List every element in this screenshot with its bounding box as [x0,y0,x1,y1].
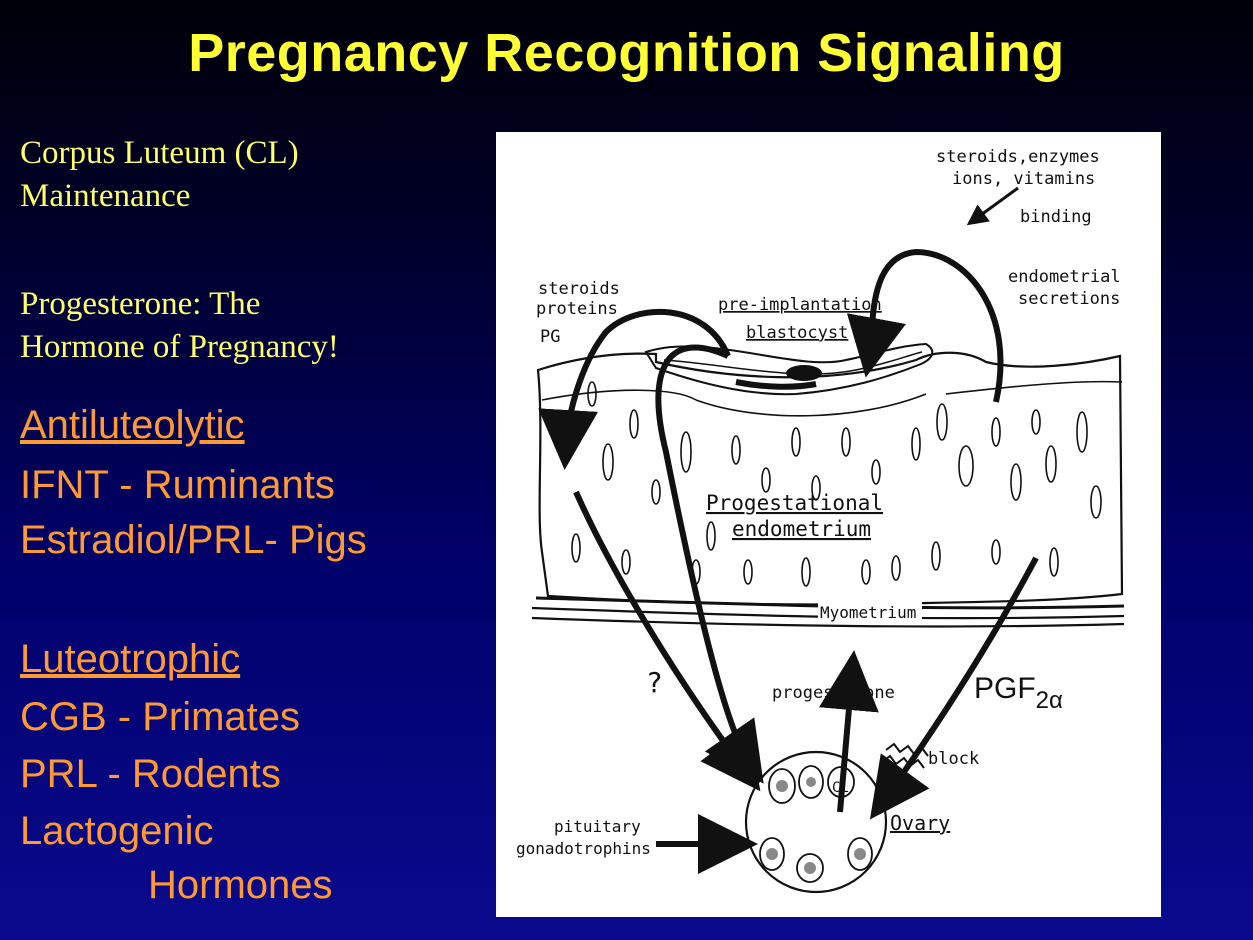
luteotrophic-item: CGB - Primates [20,694,300,741]
steroids-to-endometrium-arrow [566,312,728,446]
endometrial-secretions-arrow [870,252,1001,402]
luteotrophic-item: Hormones [148,862,333,909]
label-pre-implantation: pre-implantation [718,295,882,315]
ovary-circle [746,752,886,892]
label-proteins: proteins [536,299,618,319]
label-cl: CL [832,780,849,796]
antiluteolytic-item: IFNT - Ruminants [20,462,335,509]
endometrial-glands [572,382,1101,586]
antiluteolytic-heading: Antiluteolytic [20,402,245,449]
pregnancy-signaling-diagram: steroids,enzymes ions, vitamins binding … [496,132,1161,917]
label-ions-vitamins: ions, vitamins [952,169,1095,189]
antiluteolytic-item: Estradiol/PRL- Pigs [20,517,367,564]
label-ovary: Ovary [890,811,950,835]
cl-maintenance-line1: Corpus Luteum (CL) [20,132,299,175]
label-progestational: Progestational [706,491,883,515]
progesterone-line2: Hormone of Pregnancy! [20,326,339,369]
label-gonadotrophins: gonadotrophins [516,839,651,858]
progesterone-line1: Progesterone: The [20,283,260,326]
label-steroids: steroids [538,279,620,299]
luteotrophic-item: PRL - Rodents [20,751,281,798]
slide-title: Pregnancy Recognition Signaling [0,22,1253,84]
binding-arrow [974,188,1018,220]
label-pg: PG [540,327,560,347]
luteotrophic-heading: Luteotrophic [20,636,240,683]
label-binding: binding [1020,207,1092,227]
label-block: block [928,749,979,769]
luteotrophic-item: Lactogenic [20,808,213,855]
endometrium-to-ovary-arrow [576,492,746,772]
label-steroids-enzymes: steroids,enzymes [936,147,1100,167]
label-secretions: secretions [1018,289,1120,309]
label-pituitary: pituitary [554,817,641,836]
label-progesterone: progesterone [772,683,895,703]
label-myometrium: Myometrium [820,603,916,622]
label-endometrium: endometrium [732,517,871,541]
cl-maintenance-line2: Maintenance [20,175,190,218]
label-blastocyst: blastocyst [746,323,848,343]
label-pgf2a: PGF2α [974,672,1063,714]
label-endometrial: endometrial [1008,267,1121,287]
label-question: ? [646,666,663,699]
